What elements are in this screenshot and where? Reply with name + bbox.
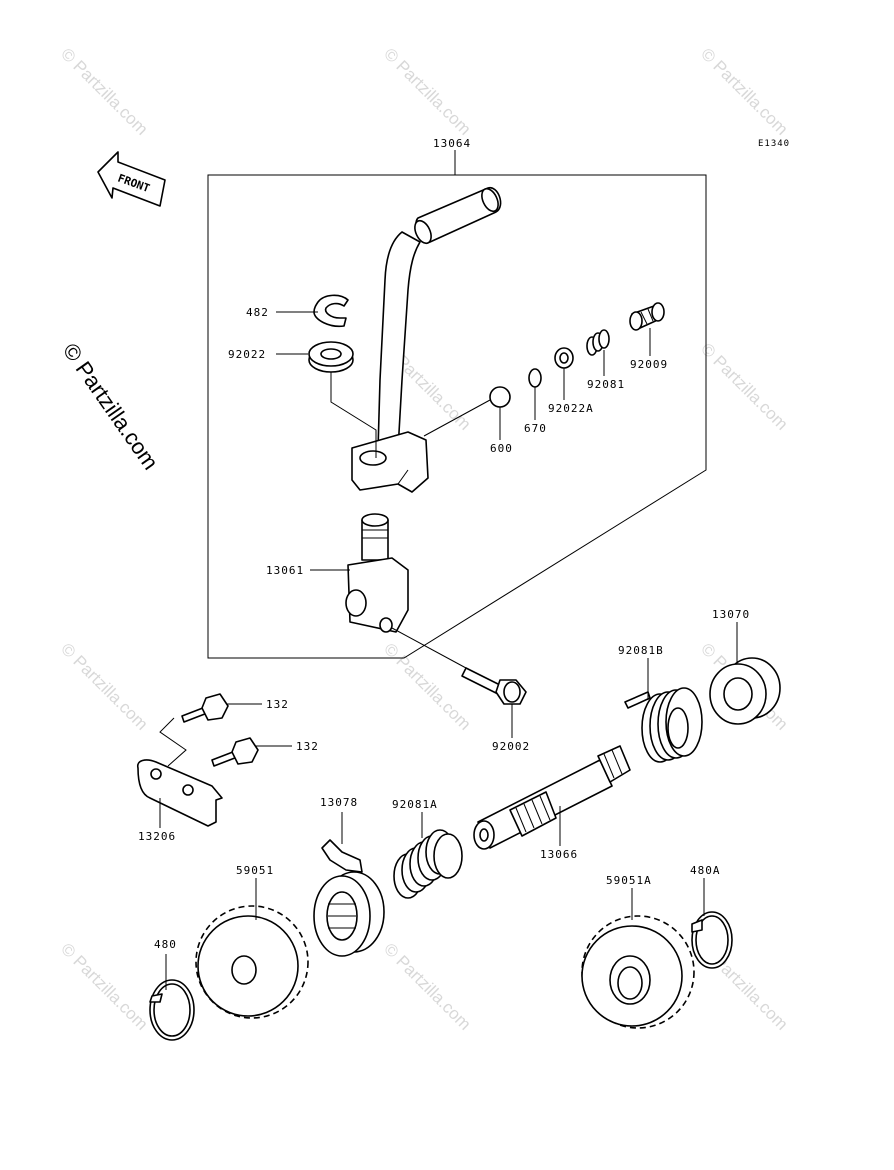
- circlip-482: [313, 294, 349, 328]
- label-13066: 13066: [540, 848, 578, 861]
- watermark-10: © Partzilla.com: [380, 939, 474, 1033]
- kick-pedal-lever: [351, 187, 502, 493]
- watermark-5: © Partzilla.com: [697, 339, 791, 433]
- watermark-1: © Partzilla.com: [57, 44, 151, 138]
- spring-92081: [586, 329, 610, 356]
- label-92002: 92002: [492, 740, 530, 753]
- label-480: 480: [154, 938, 177, 951]
- washer-92022A: [554, 347, 574, 369]
- watermark-6: © Partzilla.com: [57, 639, 151, 733]
- washer-92022: [308, 341, 354, 373]
- kick-shaft-13066: [473, 745, 631, 850]
- label-92081A: 92081A: [392, 798, 438, 811]
- part-labels: 13064 482 92022 600 670 92022A 92081 920…: [138, 137, 750, 951]
- watermark-3: © Partzilla.com: [697, 44, 791, 138]
- label-92081: 92081: [587, 378, 625, 391]
- collar-13070: [709, 657, 781, 725]
- leader-lines: [159, 311, 738, 990]
- label-92081B: 92081B: [618, 644, 664, 657]
- label-13078: 13078: [320, 796, 358, 809]
- watermark-7: © Partzilla.com: [380, 639, 474, 733]
- label-600: 600: [490, 442, 513, 455]
- bolt-132-upper: [181, 693, 229, 723]
- side-watermark: © Partzilla.com: [58, 339, 164, 475]
- diagram-code: E1340: [758, 139, 790, 149]
- label-92022A: 92022A: [548, 402, 594, 415]
- label-132-lower: 132: [296, 740, 319, 753]
- front-arrow-icon: FRONT: [97, 151, 166, 207]
- watermark-2: © Partzilla.com: [380, 44, 474, 138]
- bolt-132-lower: [211, 737, 259, 767]
- circlip-480: [149, 979, 195, 1041]
- label-13061: 13061: [266, 564, 304, 577]
- ball-600: [489, 386, 511, 408]
- label-92009: 92009: [630, 358, 668, 371]
- label-92022: 92022: [228, 348, 266, 361]
- bolt-92002: [461, 667, 527, 705]
- label-482: 482: [246, 306, 269, 319]
- ring-670: [528, 368, 542, 388]
- plate-13206: [136, 759, 223, 827]
- spring-92081A: [393, 829, 463, 899]
- circlip-480A: [691, 911, 733, 969]
- label-480A: 480A: [690, 864, 721, 877]
- spring-92081B: [624, 687, 703, 763]
- gear-59051A: [581, 915, 695, 1029]
- watermark-9: © Partzilla.com: [57, 939, 151, 1033]
- label-132-upper: 132: [266, 698, 289, 711]
- kick-shaft-13061: [345, 513, 409, 633]
- label-13064: 13064: [433, 137, 471, 150]
- spring-92009: [629, 302, 665, 331]
- label-13070: 13070: [712, 608, 750, 621]
- gear-59051: [195, 905, 309, 1019]
- label-59051A: 59051A: [606, 874, 652, 887]
- label-59051: 59051: [236, 864, 274, 877]
- ratchet-13078: [313, 839, 385, 957]
- assembly-box: [207, 174, 707, 659]
- label-13206: 13206: [138, 830, 176, 843]
- label-670: 670: [524, 422, 547, 435]
